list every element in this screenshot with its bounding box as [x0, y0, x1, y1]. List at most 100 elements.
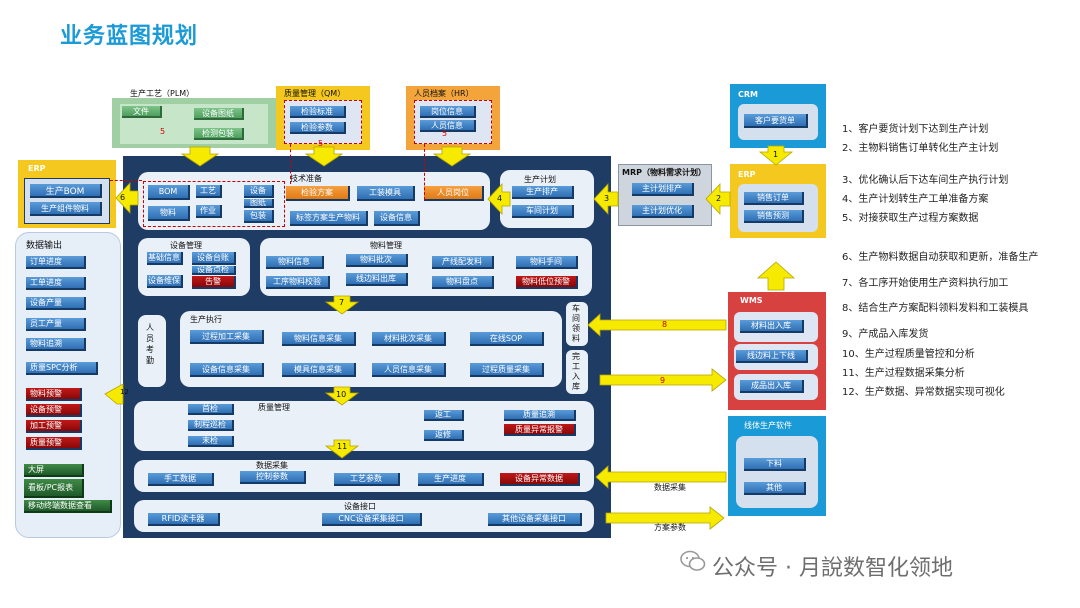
quality-collect-chip[interactable]: 过程质量采集: [470, 363, 544, 377]
sales-forecast-chip[interactable]: 销售预测: [744, 210, 804, 223]
equip-info-collect-chip[interactable]: 设备信息采集: [190, 363, 264, 377]
flow-num-10: 10: [336, 390, 347, 399]
equip-ledger-chip[interactable]: 设备台账: [192, 252, 236, 265]
cnc-port-chip[interactable]: CNC设备采集接口: [322, 513, 422, 526]
other-port-chip[interactable]: 其他设备采集接口: [488, 513, 582, 526]
quality-alarm-out-chip[interactable]: 质量预警: [26, 437, 82, 450]
material-low-alarm-chip[interactable]: 物料低位预警: [516, 276, 578, 289]
cutting-chip[interactable]: 下料: [744, 458, 806, 471]
mrp-plan-chip[interactable]: 主计划排产: [632, 183, 694, 196]
prod-scheduling-chip[interactable]: 生产排产: [512, 186, 574, 199]
qm-title: 质量管理（QM）: [284, 89, 346, 98]
process-patrol-chip[interactable]: 制程巡检: [188, 420, 234, 431]
board-pc-report-chip[interactable]: 看板/PC报表: [24, 479, 84, 498]
quality-trace-chip[interactable]: 质量追溯: [504, 410, 576, 421]
mobile-view-chip[interactable]: 移动终端数据查看: [24, 500, 112, 513]
control-param-chip[interactable]: 控制参数: [240, 471, 306, 484]
batch-collect-chip[interactable]: 材料批次采集: [372, 332, 446, 346]
plm-file-chip[interactable]: 文件: [122, 106, 162, 118]
material-alarm-chip[interactable]: 物料预警: [26, 388, 82, 401]
line-issue-chip[interactable]: 产线配发料: [432, 256, 494, 269]
prod-progress-chip[interactable]: 生产进度: [418, 473, 484, 486]
equip-basic-info-chip[interactable]: 基础信息: [147, 252, 183, 265]
repair-chip[interactable]: 返修: [424, 430, 464, 441]
process-material-check-chip[interactable]: 工序物料校验: [266, 276, 330, 289]
tech-prep-dotted-group: [143, 181, 285, 227]
note-10: 10、生产过程质量管控和分析: [842, 349, 975, 360]
manual-data-chip[interactable]: 手工数据: [148, 473, 214, 486]
final-check-chip[interactable]: 末检: [188, 436, 234, 447]
erp-component-chip[interactable]: 生产组件物料: [30, 202, 102, 216]
line-material-out-chip[interactable]: 线边料出库: [346, 273, 408, 286]
qm-param-chip[interactable]: 检验参数: [290, 122, 346, 134]
qm-standard-chip[interactable]: 检验标准: [290, 106, 346, 118]
operation-chip[interactable]: 作业: [196, 205, 222, 218]
mrp-optimize-chip[interactable]: 主计划优化: [632, 205, 694, 218]
personnel-collect-chip[interactable]: 人员信息采集: [372, 363, 446, 377]
material-info-collect-chip[interactable]: 物料信息采集: [282, 332, 356, 346]
erp-bom-chip[interactable]: 生产BOM: [30, 184, 102, 198]
sales-order-chip[interactable]: 销售订单: [744, 192, 804, 205]
hr-person-chip[interactable]: 人员信息: [420, 120, 476, 132]
equip-output-chip[interactable]: 设备产量: [26, 297, 86, 310]
equip-alarm-out-chip[interactable]: 设备预警: [26, 404, 82, 417]
data-collect-title: 数据采集: [256, 461, 288, 470]
workshop-plan-chip[interactable]: 车间计划: [512, 205, 574, 218]
process-alarm-chip[interactable]: 加工预警: [26, 420, 82, 433]
product-inout-chip[interactable]: 成品出入库: [740, 380, 804, 393]
order-progress-chip[interactable]: 订单进度: [26, 256, 86, 269]
flow-num-3: 3: [604, 194, 610, 203]
note-12: 12、生产数据、异常数据实现可视化: [842, 387, 1005, 398]
material-inventory-chip[interactable]: 物料手间: [516, 256, 578, 269]
hr-num: 5: [442, 129, 448, 138]
crm-order-chip[interactable]: 客户要货单: [744, 114, 808, 128]
label-plan-chip[interactable]: 标签方案生产物料: [290, 211, 368, 226]
prod-plan-panel: [500, 170, 594, 228]
plm-pack-chip[interactable]: 检测包装: [194, 128, 244, 140]
staff-output-chip[interactable]: 员工产量: [26, 318, 86, 331]
material-inout-chip[interactable]: 材料出入库: [740, 320, 804, 333]
equipment-chip[interactable]: 设备: [244, 185, 274, 198]
equipment-info-chip[interactable]: 设备信息: [374, 211, 420, 226]
erp-left-dashed-link: [110, 180, 142, 181]
mold-info-collect-chip[interactable]: 模具信息采集: [282, 363, 356, 377]
equip-alarm-chip[interactable]: 告警: [192, 276, 236, 289]
process-collect-chip[interactable]: 过程加工采集: [190, 330, 264, 344]
process-param-chip[interactable]: 工艺参数: [334, 473, 400, 486]
quality-alarm-chip[interactable]: 质量异常报警: [504, 424, 576, 436]
hr-down-arrow: [432, 146, 472, 167]
material-stocktake-chip[interactable]: 物料盘点: [432, 276, 494, 289]
arrow-12: [104, 383, 124, 405]
line-onoff-chip[interactable]: 线边料上下线: [736, 350, 808, 363]
arrow-2: [705, 182, 731, 216]
wo-progress-chip[interactable]: 工单进度: [26, 277, 86, 290]
flow-num-8: 8: [662, 320, 668, 329]
first-check-chip[interactable]: 首检: [188, 404, 234, 415]
material-batch-chip[interactable]: 物料批次: [346, 254, 408, 267]
material-info-chip[interactable]: 物料信息: [266, 256, 324, 269]
online-sop-chip[interactable]: 在线SOP: [470, 332, 544, 346]
material-chip[interactable]: 物料: [148, 206, 190, 221]
packaging-chip[interactable]: 包装: [244, 210, 274, 223]
equip-abnormal-chip[interactable]: 设备异常数据: [500, 473, 580, 486]
material-trace-chip[interactable]: 物料追溯: [26, 338, 86, 351]
workshop-pick-panel: [566, 302, 588, 346]
quality-spc-chip[interactable]: 质量SPC分析: [26, 362, 98, 375]
arrow-6: [115, 181, 139, 215]
personnel-post-chip[interactable]: 人员岗位: [424, 186, 484, 201]
big-screen-chip[interactable]: 大屏: [24, 464, 84, 477]
finish-store-label: 完工入库: [572, 352, 580, 391]
linebody-inner: [736, 436, 818, 508]
inspection-plan-chip[interactable]: 检验方案: [286, 186, 350, 201]
plm-drawing-chip[interactable]: 设备图纸: [194, 108, 244, 120]
hr-post-chip[interactable]: 岗位信息: [420, 106, 476, 118]
process-chip[interactable]: 工艺: [196, 185, 222, 198]
tooling-chip[interactable]: 工装模具: [357, 186, 415, 201]
other-chip[interactable]: 其他: [744, 482, 806, 495]
equip-check-chip[interactable]: 设备点检: [192, 266, 236, 275]
rfid-chip[interactable]: RFID读卡器: [148, 513, 220, 526]
drawing-chip[interactable]: 图纸: [244, 199, 274, 208]
equip-maintenance-chip[interactable]: 设备维保: [147, 275, 183, 288]
bom-chip[interactable]: BOM: [148, 185, 190, 200]
rework-chip[interactable]: 返工: [424, 410, 464, 421]
